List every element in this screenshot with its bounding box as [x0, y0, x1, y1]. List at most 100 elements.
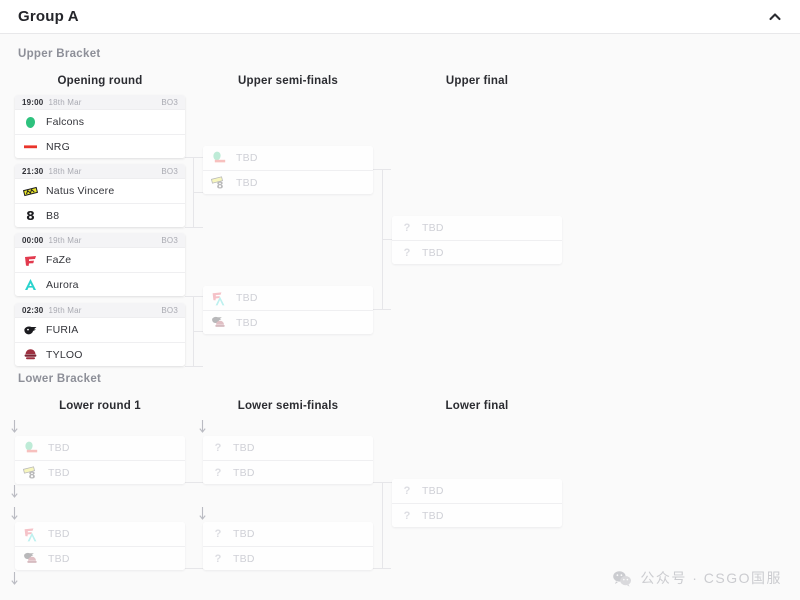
- team-row[interactable]: TBD: [203, 310, 373, 334]
- team-row[interactable]: ? TBD: [392, 216, 562, 240]
- team-row[interactable]: 8 TBD: [15, 460, 185, 484]
- team-logo-stack: [23, 440, 40, 457]
- round-title-lower-round-1: Lower round 1: [59, 400, 141, 412]
- falcons-logo: [23, 439, 35, 457]
- match-card[interactable]: 02:30 19th Mar BO3 FURIA TYLOO: [15, 303, 185, 366]
- furia-logo: [23, 323, 38, 338]
- match-card[interactable]: TBD TBD: [203, 286, 373, 334]
- page-title: Group A: [18, 8, 79, 25]
- match-time: 00:00: [22, 235, 44, 245]
- match-meta: 21:30 18th Mar BO3: [15, 164, 185, 179]
- team-row[interactable]: TBD: [15, 522, 185, 546]
- match-card[interactable]: TBD 8 TBD: [203, 146, 373, 194]
- team-row[interactable]: 8 B8: [15, 203, 185, 227]
- connector: [382, 482, 392, 483]
- team-logo-stack: [211, 290, 228, 307]
- chevron-up-icon[interactable]: [766, 8, 784, 26]
- connector: [185, 296, 203, 297]
- team-row[interactable]: ? TBD: [203, 546, 373, 570]
- connector: [185, 568, 203, 569]
- match-date: 18th Mar: [48, 97, 82, 107]
- match-card[interactable]: 21:30 18th Mar BO3 Natus Vincere 8 B8: [15, 164, 185, 227]
- team-name: TBD: [233, 528, 255, 540]
- connector: [382, 482, 383, 568]
- question-icon: ?: [403, 246, 411, 259]
- match-format: BO3: [161, 97, 178, 107]
- question-icon: ?: [214, 466, 222, 479]
- team-name: TBD: [422, 485, 444, 497]
- team-row[interactable]: ? TBD: [203, 460, 373, 484]
- tyloo-logo: [23, 347, 38, 362]
- tyloo-logo: [26, 554, 38, 570]
- watermark-text: 公众号 · CSGO国服: [640, 570, 782, 586]
- team-name: TBD: [422, 222, 444, 234]
- team-row[interactable]: Aurora: [15, 272, 185, 296]
- team-row[interactable]: ? TBD: [392, 503, 562, 527]
- match-card[interactable]: 19:00 18th Mar BO3 Falcons NRG: [15, 95, 185, 158]
- question-icon: ?: [214, 528, 222, 540]
- bracket-area: Upper Bracket Opening round Upper semi-f…: [0, 34, 800, 600]
- svg-text:8: 8: [26, 208, 35, 223]
- aurora-logo: [23, 277, 38, 292]
- question-icon: ?: [403, 485, 411, 497]
- team-row[interactable]: ? TBD: [203, 522, 373, 546]
- svg-text:8: 8: [217, 181, 224, 191]
- match-meta: 19:00 18th Mar BO3: [15, 95, 185, 110]
- team-row[interactable]: TBD: [15, 436, 185, 460]
- team-row[interactable]: Falcons: [15, 110, 185, 134]
- faze-logo: [211, 289, 223, 307]
- match-date: 19th Mar: [48, 305, 82, 315]
- team-row[interactable]: NRG: [15, 134, 185, 158]
- team-name: B8: [46, 209, 60, 222]
- aurora-logo: [26, 530, 38, 548]
- drop-arrow-icon: [10, 571, 19, 587]
- falcons-logo: [23, 115, 38, 130]
- match-date: 19th Mar: [48, 235, 82, 245]
- team-row[interactable]: ? TBD: [392, 479, 562, 503]
- question-icon: ?: [214, 552, 222, 565]
- faze-logo: [23, 253, 38, 268]
- team-name: TBD: [48, 552, 70, 565]
- match-card[interactable]: ? TBD ? TBD: [203, 436, 373, 484]
- team-name: TBD: [48, 528, 70, 540]
- match-card[interactable]: ? TBD ? TBD: [203, 522, 373, 570]
- navi-logo: [22, 463, 36, 481]
- team-name: FURIA: [46, 324, 79, 336]
- b8-logo: 8: [214, 178, 226, 194]
- team-row[interactable]: TBD: [15, 546, 185, 570]
- question-icon: ?: [214, 442, 222, 454]
- team-name: TBD: [233, 466, 255, 479]
- team-row[interactable]: ? TBD: [203, 436, 373, 460]
- match-time: 02:30: [22, 305, 44, 315]
- match-card[interactable]: 00:00 19th Mar BO3 FaZe Aurora: [15, 233, 185, 296]
- group-header[interactable]: Group A: [0, 0, 800, 34]
- connector: [373, 309, 391, 310]
- b8-logo: 8: [23, 208, 38, 223]
- team-row[interactable]: 8 TBD: [203, 170, 373, 194]
- team-row[interactable]: FaZe: [15, 248, 185, 272]
- team-name: TBD: [233, 442, 255, 454]
- match-format: BO3: [161, 305, 178, 315]
- match-format: BO3: [161, 166, 178, 176]
- team-row[interactable]: TBD: [203, 146, 373, 170]
- team-name: TBD: [48, 466, 70, 479]
- connector: [185, 157, 203, 158]
- team-row[interactable]: ? TBD: [392, 240, 562, 264]
- team-row[interactable]: TYLOO: [15, 342, 185, 366]
- nrg-logo: [26, 444, 38, 462]
- question-icon: ?: [403, 509, 411, 522]
- team-row[interactable]: Natus Vincere: [15, 179, 185, 203]
- team-row[interactable]: FURIA: [15, 318, 185, 342]
- match-time: 19:00: [22, 97, 44, 107]
- team-logo-stack: [23, 550, 40, 567]
- navi-logo: [210, 173, 224, 191]
- match-time: 21:30: [22, 166, 44, 176]
- team-name: Falcons: [46, 116, 85, 128]
- team-row[interactable]: TBD: [203, 286, 373, 310]
- watermark: 公众号 · CSGO国服: [612, 568, 782, 588]
- faze-logo: [23, 525, 35, 543]
- match-card[interactable]: ? TBD ? TBD: [392, 479, 562, 527]
- match-card[interactable]: ? TBD ? TBD: [392, 216, 562, 264]
- match-card[interactable]: TBD TBD: [15, 522, 185, 570]
- match-card[interactable]: TBD 8 TBD: [15, 436, 185, 484]
